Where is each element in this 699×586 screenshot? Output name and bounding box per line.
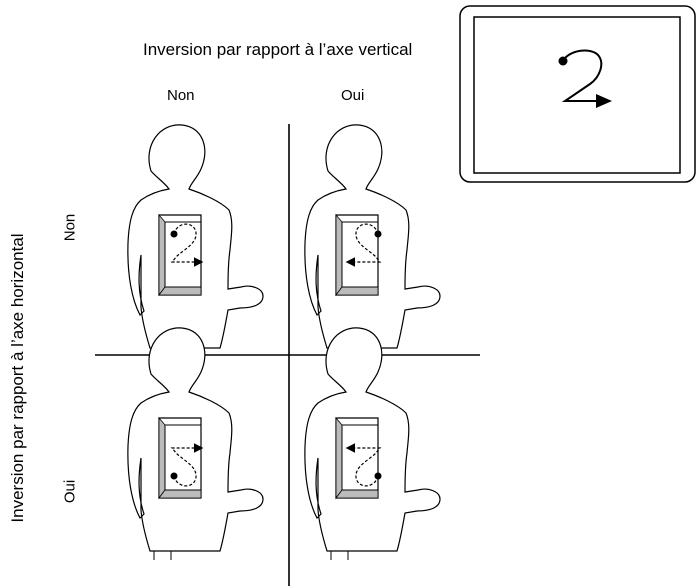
figure-oui-non	[127, 327, 264, 561]
figure-oui-oui	[304, 327, 441, 561]
reference-glyph	[558, 49, 612, 108]
vertical-axis-title: Inversion par rapport à l’axe vertical	[143, 40, 413, 59]
column-label-non: Non	[167, 87, 195, 104]
figure-non-oui	[304, 124, 441, 358]
reference-box	[459, 5, 696, 183]
figure-non-non	[127, 124, 264, 358]
column-label-oui: Oui	[341, 87, 365, 104]
